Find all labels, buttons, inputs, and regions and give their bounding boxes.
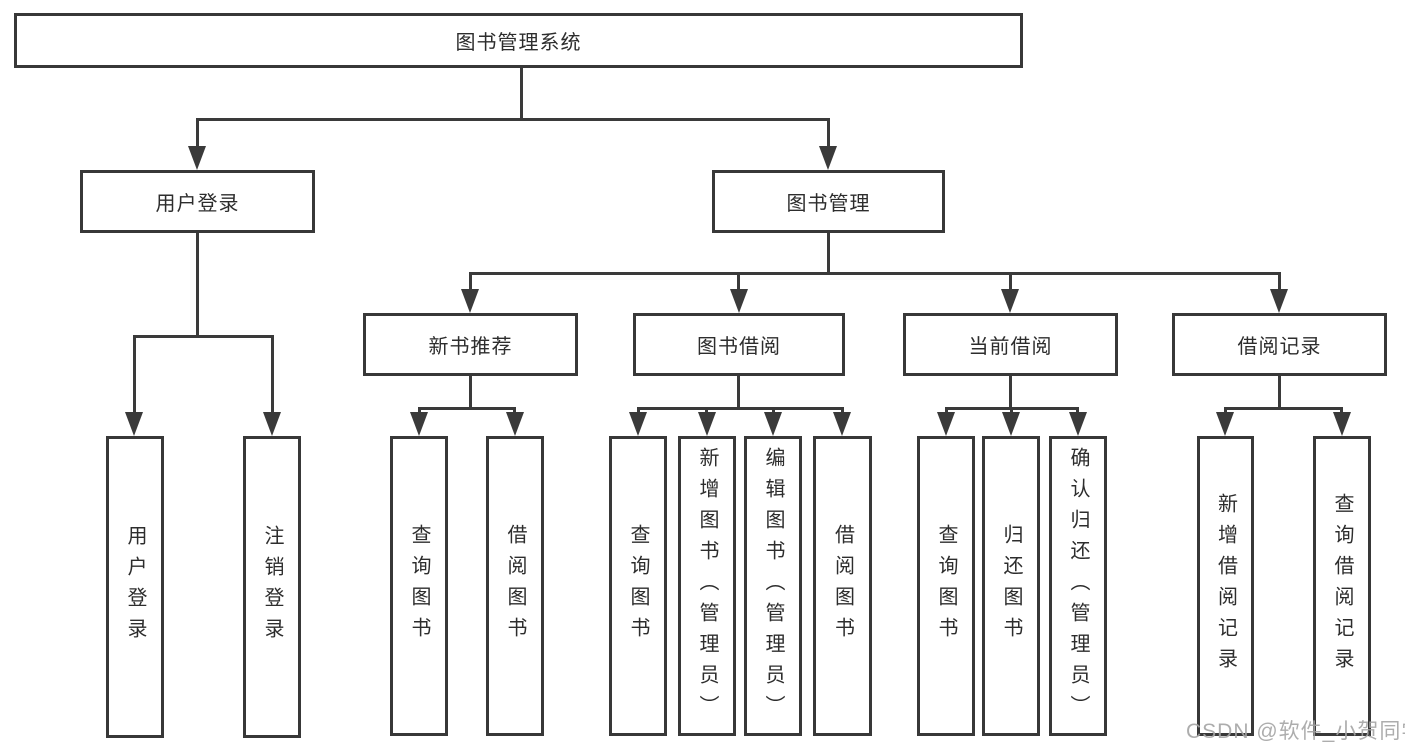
leaf-current-query-book-label: 查询图书 [935, 524, 957, 648]
connector-line [271, 335, 274, 415]
connector-arrowhead [937, 412, 955, 436]
leaf-borrowing-edit-book-admin-label: 编辑图书（管理员） [762, 446, 784, 726]
connector-line [1009, 272, 1012, 292]
connector-line [418, 407, 516, 410]
connector-arrowhead [506, 412, 524, 436]
connector-line [1009, 376, 1012, 410]
leaf-records-add-record: 新增借阅记录 [1197, 436, 1254, 736]
connector-line [737, 376, 740, 410]
leaf-recommend-query-book: 查询图书 [390, 436, 448, 736]
node-book-management: 图书管理 [712, 170, 945, 233]
connector-line [469, 272, 472, 292]
node-current-borrowing: 当前借阅 [903, 313, 1118, 376]
node-borrowing-records: 借阅记录 [1172, 313, 1387, 376]
connector-line [469, 272, 1280, 275]
connector-arrowhead [1002, 412, 1020, 436]
connector-line [133, 335, 274, 338]
leaf-current-return-book-label: 归还图书 [1000, 524, 1022, 648]
connector-line [197, 118, 830, 121]
leaf-current-query-book: 查询图书 [917, 436, 975, 736]
leaf-recommend-query-book-label: 查询图书 [408, 524, 430, 648]
connector-arrowhead [125, 412, 143, 436]
leaf-borrowing-query-book-label: 查询图书 [627, 524, 649, 648]
connector-line [737, 272, 740, 292]
connector-line [133, 335, 136, 415]
node-book-borrowing: 图书借阅 [633, 313, 845, 376]
leaf-borrowing-add-book-admin: 新增图书（管理员） [678, 436, 736, 736]
watermark-text: CSDN @软件_小贺同学 [1186, 720, 1405, 743]
node-new-book-recommendation-label: 新书推荐 [428, 336, 513, 358]
leaf-records-query-record: 查询借阅记录 [1313, 436, 1371, 736]
leaf-borrowing-edit-book-admin: 编辑图书（管理员） [744, 436, 802, 736]
node-user-login-label: 用户登录 [155, 193, 240, 215]
connector-arrowhead [819, 146, 837, 170]
connector-arrowhead [1333, 412, 1351, 436]
leaf-user-login-label: 用户登录 [124, 525, 146, 649]
leaf-recommend-borrow-book-label: 借阅图书 [504, 524, 526, 648]
connector-arrowhead [1216, 412, 1234, 436]
connector-line [1278, 376, 1281, 410]
connector-line [469, 376, 472, 410]
connector-line [1224, 407, 1343, 410]
connector-arrowhead [629, 412, 647, 436]
leaf-user-login: 用户登录 [106, 436, 164, 738]
connector-line [637, 407, 844, 410]
connector-arrowhead [410, 412, 428, 436]
leaf-current-return-book: 归还图书 [982, 436, 1040, 736]
leaf-borrowing-borrow-book: 借阅图书 [813, 436, 872, 736]
leaf-current-confirm-return-admin: 确认归还（管理员） [1049, 436, 1107, 736]
connector-line [196, 118, 199, 150]
leaf-records-query-record-label: 查询借阅记录 [1331, 493, 1353, 679]
connector-line [827, 233, 830, 275]
leaf-records-add-record-label: 新增借阅记录 [1214, 493, 1237, 679]
connector-arrowhead [833, 412, 851, 436]
node-borrowing-records-label: 借阅记录 [1237, 336, 1322, 358]
connector-arrowhead [1069, 412, 1087, 436]
connector-arrowhead [764, 412, 782, 436]
leaf-logout-login-label: 注销登录 [261, 525, 283, 649]
leaf-borrowing-query-book: 查询图书 [609, 436, 667, 736]
leaf-recommend-borrow-book: 借阅图书 [486, 436, 544, 736]
connector-arrowhead [698, 412, 716, 436]
node-root: 图书管理系统 [14, 13, 1023, 68]
node-root-label: 图书管理系统 [455, 32, 582, 54]
leaf-logout-login: 注销登录 [243, 436, 301, 738]
connector-line [520, 68, 523, 121]
leaf-borrowing-borrow-book-label: 借阅图书 [831, 524, 854, 648]
node-current-borrowing-label: 当前借阅 [968, 336, 1053, 358]
connector-line [1278, 272, 1281, 292]
leaf-borrowing-add-book-admin-label: 新增图书（管理员） [696, 446, 718, 726]
connector-arrowhead [188, 146, 206, 170]
connector-line [827, 118, 830, 150]
connector-arrowhead [263, 412, 281, 436]
connector-arrowhead [1270, 289, 1288, 313]
connector-line [196, 233, 199, 338]
connector-arrowhead [1001, 289, 1019, 313]
node-book-borrowing-label: 图书借阅 [697, 336, 781, 358]
connector-arrowhead [461, 289, 479, 313]
node-book-management-label: 图书管理 [786, 193, 871, 215]
leaf-current-confirm-return-admin-label: 确认归还（管理员） [1067, 446, 1089, 726]
node-new-book-recommendation: 新书推荐 [363, 313, 578, 376]
node-user-login: 用户登录 [80, 170, 315, 233]
connector-arrowhead [730, 289, 748, 313]
